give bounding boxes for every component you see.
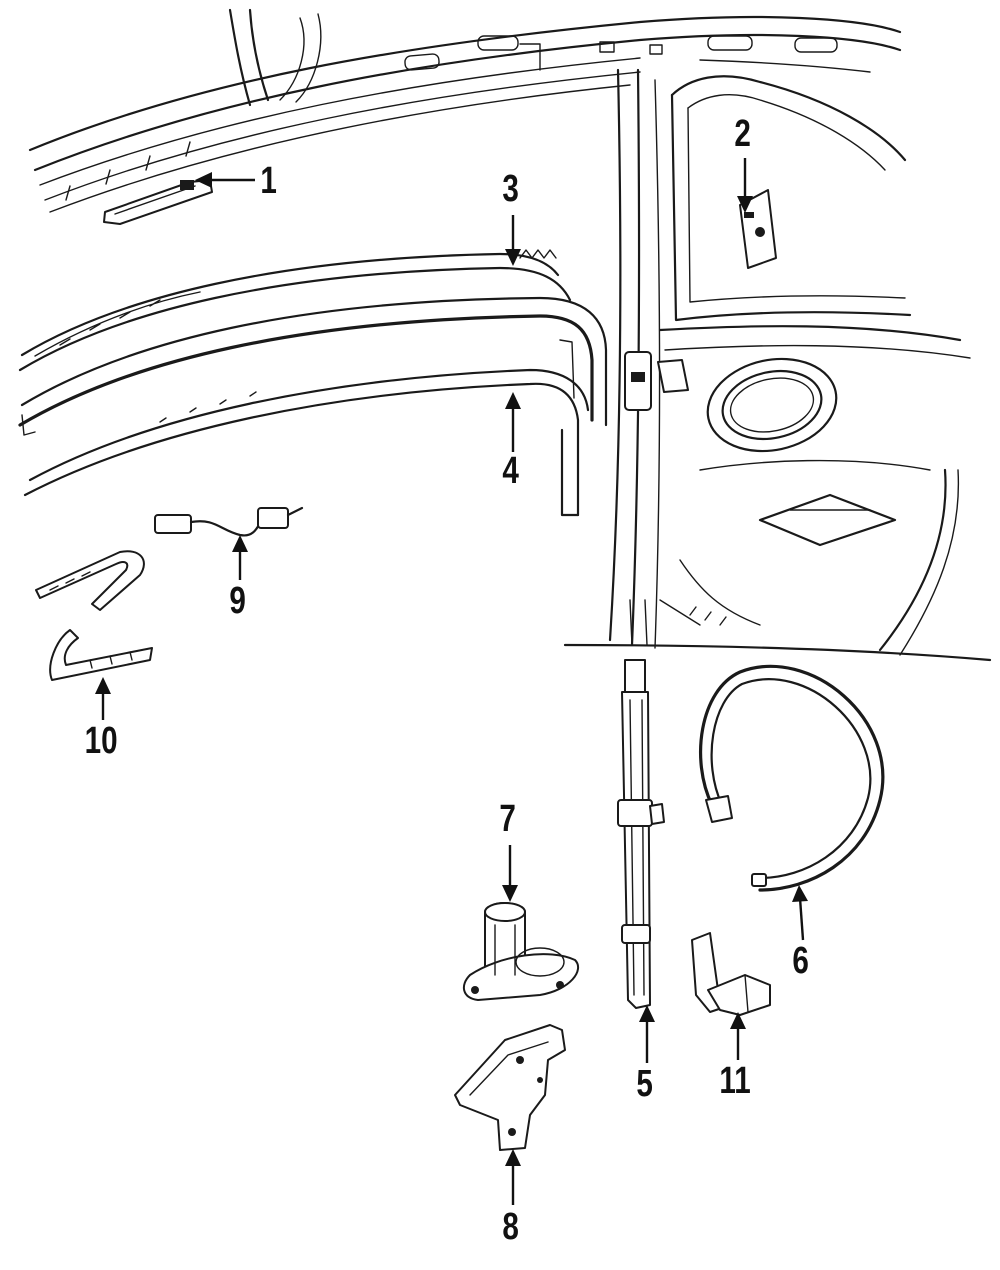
b-pillar-quarter-panel	[563, 68, 992, 662]
roof-rail-structure	[28, 8, 902, 213]
part-5-seat-belt	[617, 659, 665, 1009]
part-2-bracket	[739, 189, 777, 269]
part-8-mount-bracket	[454, 1024, 566, 1151]
leader-lines	[95, 158, 808, 1205]
part-10-seal-strips	[35, 550, 153, 681]
callout-10: 10	[84, 720, 118, 762]
callout-5: 5	[636, 1063, 653, 1105]
callout-6: 6	[792, 940, 809, 982]
part-9-wire-harness	[154, 506, 304, 537]
part-7-motor	[462, 902, 580, 1001]
part-3-upper-weatherstrip	[18, 249, 572, 372]
callout-7: 7	[499, 798, 516, 840]
callout-4: 4	[502, 450, 519, 492]
part-11-bracket	[691, 932, 771, 1016]
callout-8: 8	[502, 1206, 519, 1248]
callout-1: 1	[260, 160, 277, 202]
part-1-retainer-clip	[103, 179, 213, 225]
callout-11: 11	[719, 1060, 751, 1102]
part-6-cable	[699, 664, 885, 892]
callout-2: 2	[734, 113, 751, 155]
callout-9: 9	[229, 580, 246, 622]
part-4-door-weatherstrip	[18, 296, 608, 517]
callout-3: 3	[502, 168, 519, 210]
